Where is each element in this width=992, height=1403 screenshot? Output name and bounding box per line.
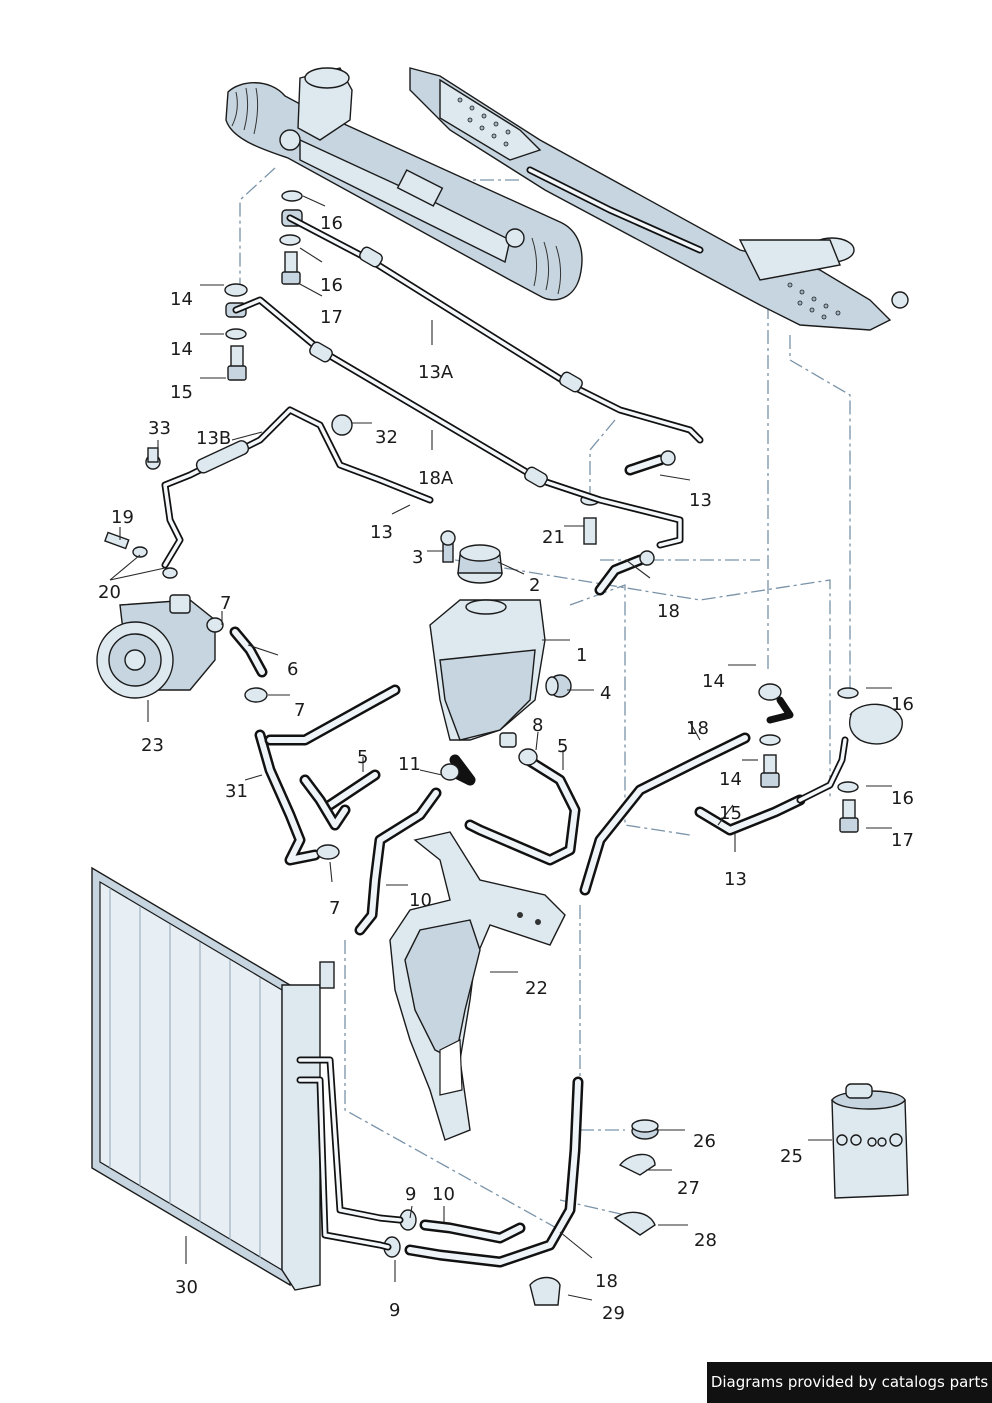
callout-16: 16 [891, 694, 914, 715]
fasteners-upper [104, 190, 600, 579]
callout-26: 26 [693, 1131, 716, 1152]
callout-20: 20 [98, 582, 121, 603]
callout-33: 33 [148, 418, 171, 439]
callout-22: 22 [525, 978, 548, 999]
callout-17: 17 [320, 307, 343, 328]
callout-21: 21 [542, 527, 565, 548]
callout-18: 18 [657, 601, 680, 622]
alignment-lines [239, 167, 851, 1231]
callout-13B: 13B [196, 428, 231, 449]
callout-18: 18 [686, 718, 709, 739]
steering-rack-right [409, 67, 909, 331]
callout-14: 14 [170, 339, 193, 360]
callout-13A: 13A [418, 362, 454, 383]
fluid-reservoir [429, 544, 572, 748]
callout-18A: 18A [418, 468, 454, 489]
callout-23: 23 [141, 735, 164, 756]
callout-14: 14 [702, 671, 725, 692]
callout-30: 30 [175, 1277, 198, 1298]
callout-27: 27 [677, 1178, 700, 1199]
leader-lines [109, 195, 892, 1301]
fluid-canister [831, 1083, 909, 1199]
callout-29: 29 [602, 1303, 625, 1324]
callout-13: 13 [370, 522, 393, 543]
steering-rack-left [225, 67, 583, 301]
lower-hoses [383, 1076, 584, 1268]
callout-25: 25 [780, 1146, 803, 1167]
callout-13: 13 [724, 869, 747, 890]
callout-28: 28 [694, 1230, 717, 1251]
callout-10: 10 [409, 890, 432, 911]
cooler [91, 866, 404, 1291]
power-steering-pump [96, 594, 224, 699]
callout-9: 9 [405, 1184, 416, 1205]
callout-32: 32 [375, 427, 398, 448]
callout-17: 17 [891, 830, 914, 851]
callout-16: 16 [320, 275, 343, 296]
callout-11: 11 [398, 754, 421, 775]
return-hoses [229, 626, 903, 936]
credit-banner: Diagrams provided by catalogs parts [707, 1362, 992, 1403]
callout-7: 7 [329, 898, 340, 919]
callout-7: 7 [294, 700, 305, 721]
bracket [389, 831, 566, 1141]
callout-16: 16 [320, 213, 343, 234]
callout-4: 4 [600, 683, 611, 704]
callout-7: 7 [220, 593, 231, 614]
callout-labels: 16 16 17 14 14 15 13A 33 13B 32 18A 13 1… [98, 213, 914, 1324]
callout-14: 14 [170, 289, 193, 310]
callout-5: 5 [557, 736, 568, 757]
callout-15: 15 [170, 382, 193, 403]
callout-8: 8 [532, 715, 543, 736]
callout-19: 19 [111, 507, 134, 528]
callout-14: 14 [719, 769, 742, 790]
pressure-lines [161, 214, 704, 596]
clips [529, 1119, 659, 1306]
callout-13: 13 [689, 490, 712, 511]
callout-9: 9 [389, 1300, 400, 1321]
callout-3: 3 [412, 547, 423, 568]
callout-1: 1 [576, 645, 587, 666]
callout-10: 10 [432, 1184, 455, 1205]
callout-16: 16 [891, 788, 914, 809]
callout-18: 18 [595, 1271, 618, 1292]
callout-31: 31 [225, 781, 248, 802]
callout-2: 2 [529, 575, 540, 596]
callout-5: 5 [357, 747, 368, 768]
callout-15: 15 [719, 803, 742, 824]
callout-6: 6 [287, 659, 298, 680]
